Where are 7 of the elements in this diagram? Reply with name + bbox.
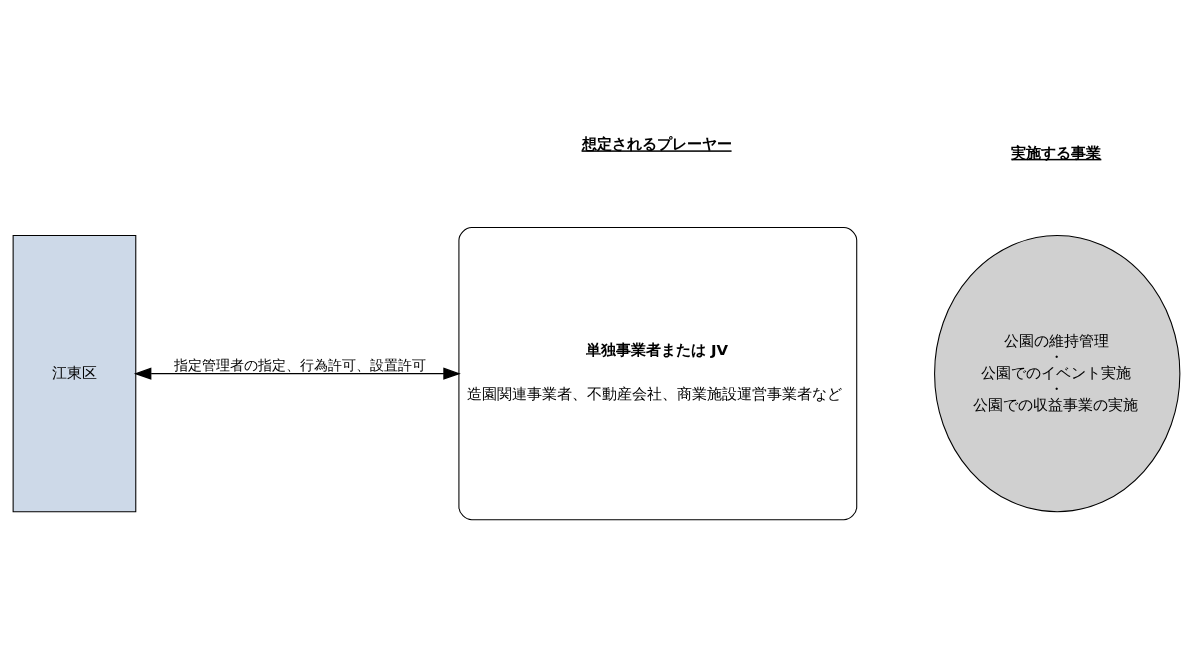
label: 想定されるプレーヤー [581,134,732,153]
edge-label: 指定管理者の指定、行為許可、設置許可 [174,356,427,373]
label: 実施する事業 [1011,143,1102,162]
node-box: 単独事業者または JV 造園関連事業者、不動産会社、商業施設運営事業者など [458,226,858,520]
node-box: 江東区 [12,234,137,512]
node-ellipse: 公園の維持管理 ・ 公園でのイベント実施 ・ 公園での収益事業の実施 [934,234,1181,512]
arrow [133,367,461,380]
